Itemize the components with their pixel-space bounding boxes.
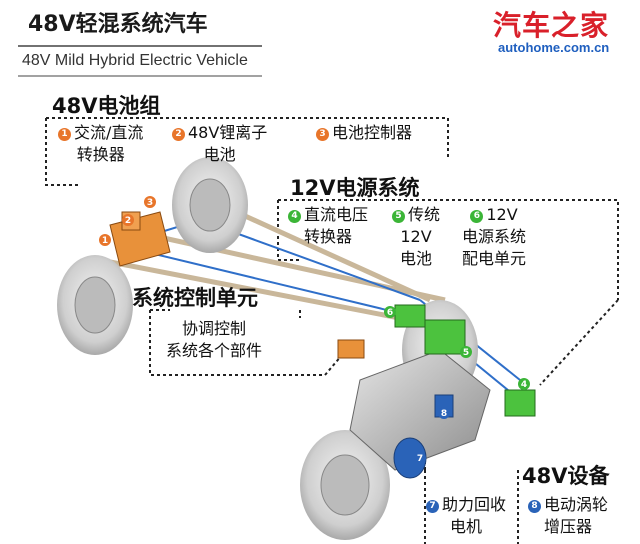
svg-text:6: 6 [387, 308, 393, 318]
svg-text:8: 8 [441, 409, 447, 419]
marker-4: 4 [288, 210, 301, 223]
marker-3: 3 [316, 128, 329, 141]
marker-7: 7 [426, 500, 439, 513]
page-subtitle: 48V Mild Hybrid Electric Vehicle [22, 52, 248, 69]
svg-text:4: 4 [521, 380, 527, 390]
control-unit-box [337, 339, 365, 359]
marker-5: 5 [392, 210, 405, 223]
control-unit-title: 系统控制单元 [132, 286, 258, 310]
equipment-title: 48V设备 [522, 464, 610, 488]
svg-text:1: 1 [102, 236, 108, 246]
brand-logo: 汽车之家 [493, 9, 610, 42]
12v-components [394, 304, 536, 417]
component-markers: 1 2 3 4 5 6 7 8 [99, 196, 530, 464]
marker-1: 1 [58, 128, 71, 141]
callout-lines [45, 117, 619, 544]
marker-6: 6 [470, 210, 484, 223]
tire-front-left [300, 430, 390, 540]
marker-8: 8 [528, 500, 541, 513]
page-title: 48V轻混系统汽车 [28, 12, 208, 37]
marker-2: 2 [172, 128, 185, 141]
svg-text:3: 3 [147, 198, 153, 208]
svg-text:7: 7 [417, 454, 423, 464]
power-system-title: 12V电源系统 [290, 176, 420, 200]
svg-text:2: 2 [125, 216, 131, 226]
battery-group-title: 48V电池组 [52, 94, 161, 118]
control-unit-desc: 协调控制 系统各个部件 [166, 319, 263, 360]
tire-rear-left [57, 255, 133, 355]
brand-url: autohome.com.cn [498, 40, 610, 55]
battery-pack [109, 211, 171, 267]
svg-text:5: 5 [463, 348, 469, 358]
tire-rear-right [172, 157, 248, 253]
